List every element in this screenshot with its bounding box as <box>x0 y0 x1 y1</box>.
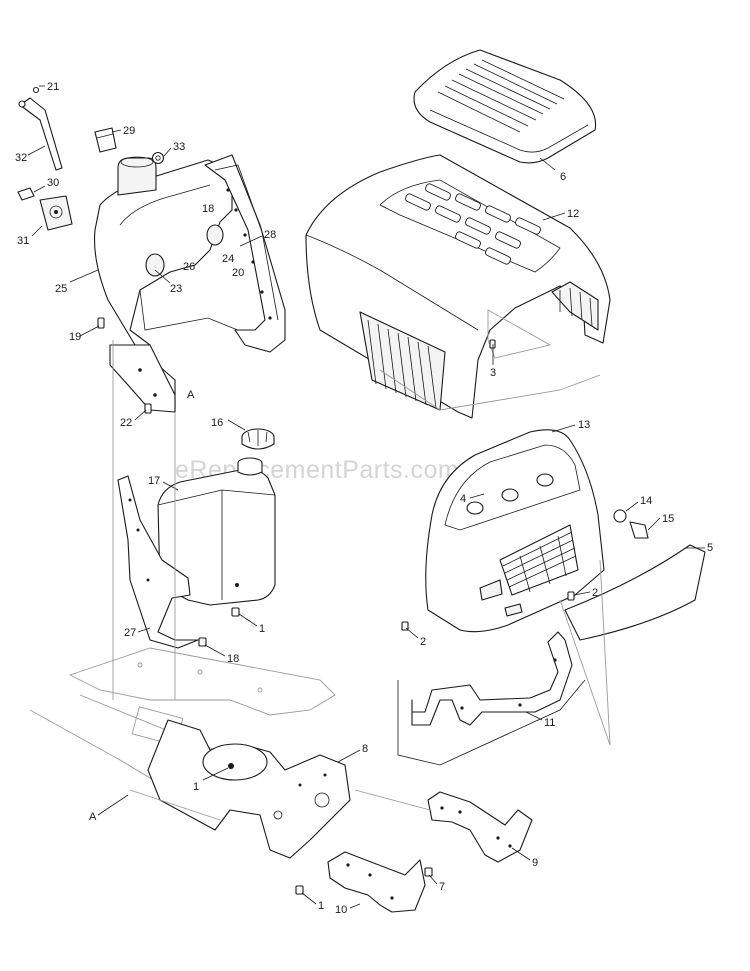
fuel-cap-part-16 <box>241 428 275 450</box>
bolt-part-1-18 <box>198 607 240 647</box>
callout-27: 27 <box>124 627 136 639</box>
callout-20: 20 <box>232 267 244 279</box>
hood-part-12 <box>305 154 611 419</box>
callout-14: 14 <box>640 495 652 507</box>
callout-6: 6 <box>560 171 566 183</box>
callout-22: 22 <box>120 417 132 429</box>
nut-part-33 <box>151 151 165 165</box>
callout-19: 19 <box>69 331 81 343</box>
callout-17: 17 <box>148 475 160 487</box>
dash-frame-part-28 <box>204 154 286 353</box>
clip-part-30 <box>17 187 35 201</box>
grille-nose-part-13 <box>425 429 605 633</box>
callout-23: 23 <box>170 283 182 295</box>
axle-bracket-part-10 <box>327 851 426 913</box>
leader-lines <box>27 85 705 909</box>
callout-13: 13 <box>578 419 590 431</box>
callout-16: 16 <box>211 417 223 429</box>
dash-bracket-lower <box>109 344 176 413</box>
callout-26: 26 <box>183 261 195 273</box>
callout-21: 21 <box>47 81 59 93</box>
pivot-bracket-part-9 <box>427 791 533 863</box>
callout-25: 25 <box>55 283 67 295</box>
callout-32: 32 <box>15 152 27 164</box>
fuel-tank-part-17 <box>157 457 276 606</box>
callout-4: 4 <box>460 493 466 505</box>
assembly-guide-lines <box>112 340 611 821</box>
callout-1-chassis: 1 <box>193 781 199 793</box>
ignition-key-part-21-32 <box>18 86 63 171</box>
callout-7: 7 <box>439 881 445 893</box>
grille-bars <box>499 524 579 596</box>
knob-part-23-26 <box>145 224 224 277</box>
chassis-front-part-8 <box>147 719 351 859</box>
vent-cover-slats <box>437 59 565 133</box>
callout-5: 5 <box>707 542 713 554</box>
callout-A-upper: A <box>187 389 195 401</box>
callout-12: 12 <box>567 208 579 220</box>
switch-module-part-31 <box>39 195 73 231</box>
callout-18-lower: 18 <box>227 653 239 665</box>
callout-1-bottom: 1 <box>318 900 324 912</box>
callout-15: 15 <box>662 513 674 525</box>
callout-1-tank: 1 <box>259 623 265 635</box>
hood-vent-cover-part-6 <box>413 49 597 164</box>
hood-vent-slots <box>405 183 541 265</box>
callout-10: 10 <box>335 904 347 916</box>
hood-bracket-part-11 <box>411 631 573 726</box>
bracket-outline-ghost <box>397 679 586 766</box>
callout-labels: 21 29 33 32 30 31 18 28 26 24 20 23 25 1… <box>15 81 713 916</box>
decal-part-5 <box>564 544 706 641</box>
callout-11: 11 <box>544 717 555 729</box>
callout-30: 30 <box>47 177 59 189</box>
fuel-tank-bracket-part-27 <box>117 475 199 649</box>
callout-31: 31 <box>17 235 29 247</box>
callout-28: 28 <box>264 229 276 241</box>
callout-29: 29 <box>123 125 135 137</box>
callout-3: 3 <box>490 367 496 379</box>
callout-2-left: 2 <box>420 636 426 648</box>
hood-side-louvers <box>359 281 599 411</box>
callout-24: 24 <box>222 253 234 265</box>
headlight-bulb-part-14-15 <box>613 509 649 539</box>
switch-part-29 <box>94 127 117 153</box>
screw-part-19 <box>97 317 105 329</box>
callout-8: 8 <box>362 743 368 755</box>
callout-A-lower: A <box>89 811 97 823</box>
bolt-part-7-1 <box>295 867 433 895</box>
callout-2-right: 2 <box>592 587 598 599</box>
callout-18-upper: 18 <box>202 203 214 215</box>
callout-9: 9 <box>532 857 538 869</box>
screw-part-22 <box>144 403 152 414</box>
callout-33: 33 <box>173 141 185 153</box>
